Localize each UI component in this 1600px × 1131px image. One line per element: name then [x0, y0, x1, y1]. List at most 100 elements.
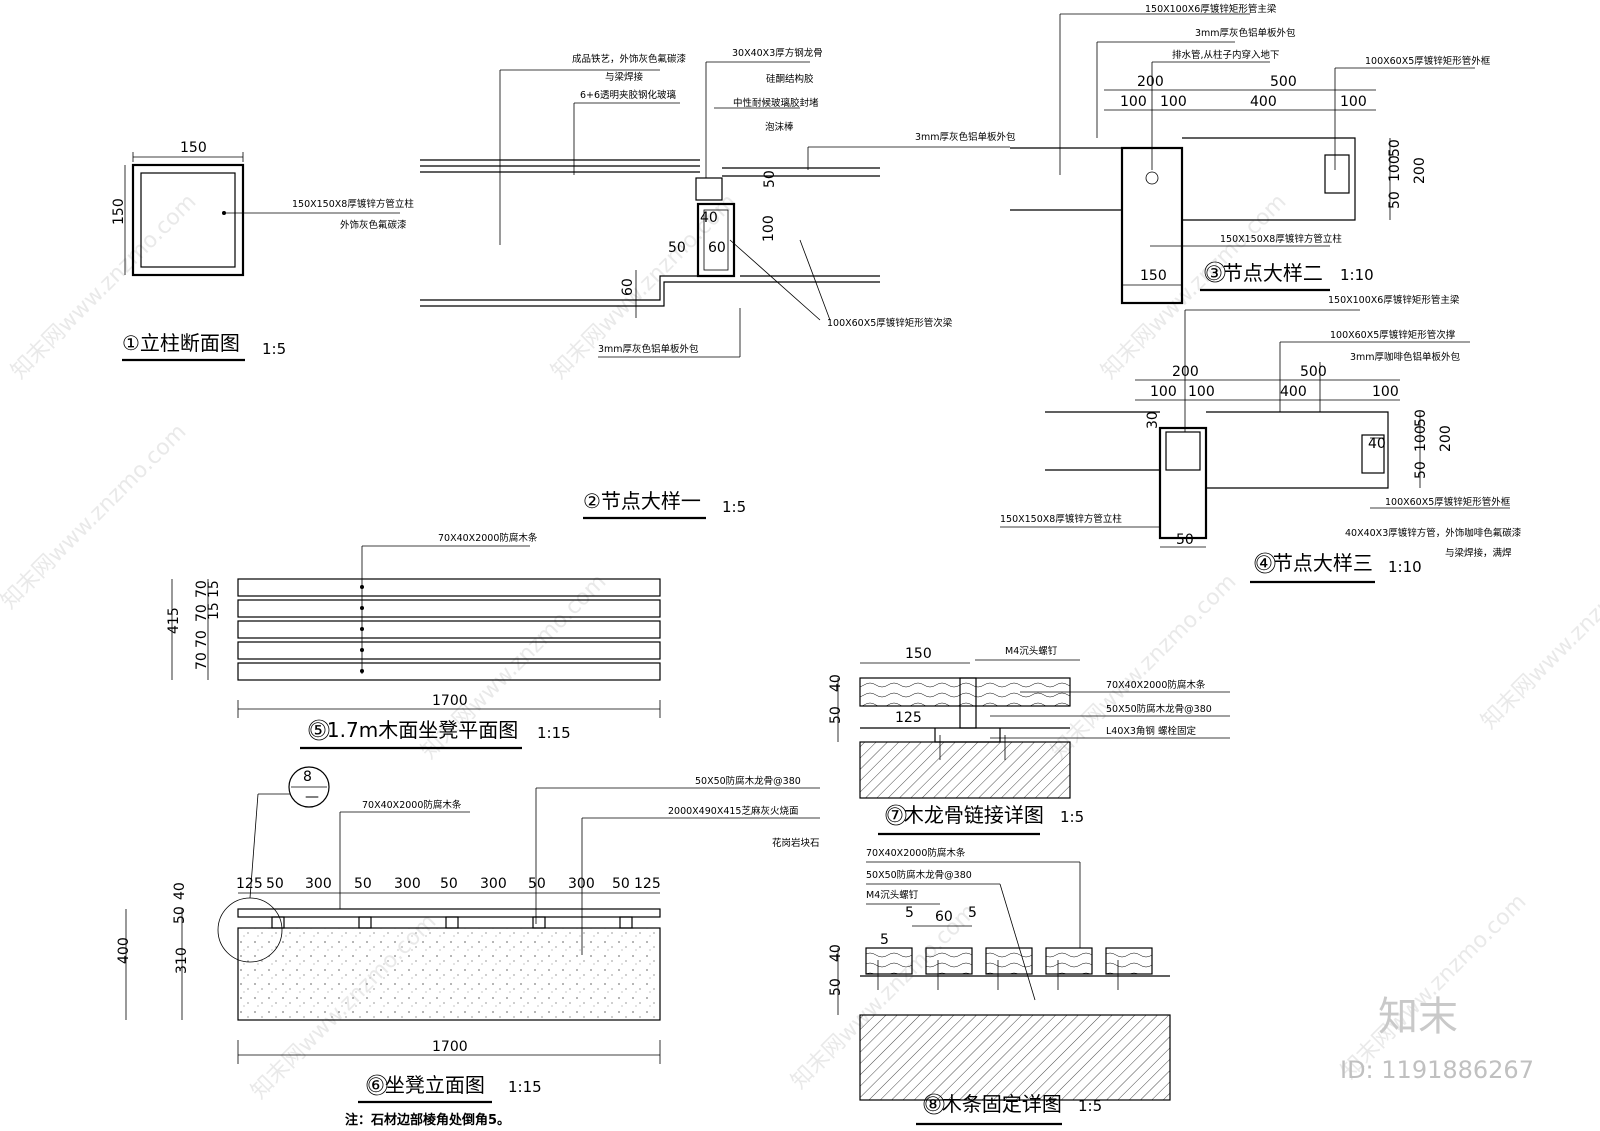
dim-top-3: 50 — [354, 876, 372, 892]
scale-d8: 1:5 — [1078, 1097, 1102, 1115]
dim-d4-4: 400 — [1280, 384, 1307, 400]
dim-d4-1: 500 — [1300, 364, 1327, 380]
label-d2-6: 泡沫棒 — [765, 121, 794, 133]
dim-d5-415: 415 — [166, 607, 182, 634]
wood-strip — [237, 578, 661, 597]
dim-d2-60b: 60 — [620, 278, 636, 296]
label-d7-1: 70X40X2000防腐木条 — [1106, 679, 1206, 691]
strip — [985, 947, 1033, 975]
dim-d5-2: 70 — [194, 604, 210, 622]
label-d2-1: 与梁焊接 — [605, 71, 644, 83]
label-d2-3: 30X40X3厚方钢龙骨 — [732, 47, 823, 59]
dim-d7-40: 40 — [828, 674, 844, 692]
dim-left-40: 40 — [172, 882, 188, 900]
dim-d3-3: 100 — [1160, 94, 1187, 110]
dim-d3-5: 100 — [1340, 94, 1367, 110]
dim-d3-10: 150 — [1140, 268, 1167, 284]
label-d4-0: 150X100X6厚镀锌矩形管主梁 — [1328, 294, 1460, 306]
title-d1: ①立柱断面图 — [122, 331, 240, 355]
dim-d3-1: 500 — [1270, 74, 1297, 90]
drawing-1-column-section: 150 150 150X150X8厚镀锌方管立柱 外饰灰色氟碳漆 ①立柱断面图 … — [111, 140, 414, 362]
label-d4-4: 100X60X5厚镀锌矩形管外框 — [1385, 496, 1511, 508]
dim-d2-60: 60 — [708, 240, 726, 256]
scale-d1: 1:5 — [262, 340, 286, 358]
label-finish: 外饰灰色氟碳漆 — [340, 219, 407, 231]
label-d4-6: 与梁焊接，满焊 — [1445, 547, 1512, 559]
dim-d5-4: 15 — [206, 580, 222, 598]
dim-top-9: 50 — [612, 876, 630, 892]
column-outer — [131, 163, 245, 277]
dim-d4-12: 50 — [1176, 532, 1194, 548]
label-d2-0: 成品铁艺，外饰灰色氟碳漆 — [572, 53, 687, 65]
dim-d8-40: 40 — [828, 944, 844, 962]
title-d2: ②节点大样一 — [583, 489, 701, 513]
dim-d5-1: 70 — [194, 580, 210, 598]
granite-block — [237, 927, 661, 1021]
label-d6-3: 70X40X2000防腐木条 — [362, 799, 462, 811]
label-d6-1: 2000X490X415芝麻灰火烧面 — [668, 805, 798, 817]
label-d7-2: 50X50防腐木龙骨@380 — [1106, 703, 1212, 715]
dim-d5-6: 70 — [194, 652, 210, 670]
label-d4-3: 150X150X8厚镀锌方管立柱 — [1000, 513, 1122, 525]
drawing-5-bench-plan: 70X40X2000防腐木条 415 70 70 70 15 15 70 170… — [166, 532, 661, 750]
wood-strip — [237, 641, 661, 660]
label-d2-5: 中性耐候玻璃胶封堵 — [733, 97, 819, 109]
label-d3-0: 150X100X6厚镀锌矩形管主梁 — [1145, 3, 1277, 15]
dim-d5-3: 70 — [194, 630, 210, 648]
label-d8-2: M4沉头螺钉 — [866, 889, 919, 901]
callout-number: 8 — [303, 769, 312, 785]
dim-top-6: 300 — [480, 876, 507, 892]
dim-left-400: 400 — [116, 937, 132, 964]
dim-d3-7: 100 — [1387, 155, 1403, 182]
label-d2-8: 100X60X5厚镀锌矩形管次梁 — [827, 317, 953, 329]
dim-left-310: 310 — [174, 947, 190, 974]
dim-d8-5a: 5 — [905, 905, 914, 921]
drawing-6-bench-elevation: 8 — 70X40X2000防腐木条 50X50防腐木龙骨@380 2000X4… — [116, 766, 820, 1128]
dim-d2-50: 50 — [762, 170, 778, 188]
dim-height: 150 — [111, 198, 127, 225]
column-inner — [140, 172, 236, 268]
dim-d3-4: 400 — [1250, 94, 1277, 110]
drawing-2-node-detail-1: 成品铁艺，外饰灰色氟碳漆 与梁焊接 6+6透明夹胶钢化玻璃 30X40X3厚方钢… — [420, 47, 1016, 520]
dim-width: 150 — [180, 140, 207, 156]
dim-d4-10: 200 — [1438, 425, 1454, 452]
image-id: ID: 1191886267 — [1340, 1056, 1534, 1084]
label-d2-7: 3mm厚灰色铝单板外包 — [915, 131, 1016, 143]
scale-d5: 1:15 — [537, 724, 571, 742]
label-column: 150X150X8厚镀锌方管立柱 — [292, 198, 414, 210]
label-d4-5: 40X40X3厚镀锌方管，外饰咖啡色氟碳漆 — [1345, 527, 1522, 539]
strip — [925, 947, 973, 975]
dim-d4-6: 30 — [1145, 411, 1161, 429]
dim-top-0: 125 — [236, 876, 263, 892]
label-d7-3: L40X3角钢 螺栓固定 — [1106, 725, 1196, 737]
dim-d4-7: 50 — [1413, 409, 1429, 427]
dim-d2-40: 40 — [700, 210, 718, 226]
dim-d5-1700: 1700 — [432, 693, 468, 709]
drawing-4-node-detail-3: 200 500 100 100 400 100 30 50 100 50 200… — [1000, 294, 1522, 584]
title-d4: ④节点大样三 — [1255, 551, 1373, 575]
strip — [865, 947, 913, 975]
title-d8: ⑧木条固定详图 — [924, 1092, 1062, 1116]
dim-d8-60: 60 — [935, 909, 953, 925]
dim-d3-0: 200 — [1137, 74, 1164, 90]
title-d5: ⑤1.7m木面坐凳平面图 — [309, 718, 518, 742]
label-d3-5: 150X150X8厚镀锌方管立柱 — [1220, 233, 1342, 245]
dim-d2-100: 100 — [761, 215, 777, 242]
drawing-7-keel-connection: 150 40 50 125 M4沉头螺钉 70X40X2000防腐木条 50X5… — [828, 645, 1230, 836]
dim-d5-5: 15 — [206, 602, 222, 620]
dim-d4-5: 100 — [1372, 384, 1399, 400]
dim-d8-50: 50 — [828, 978, 844, 996]
dim-d3-6: 50 — [1387, 139, 1403, 157]
note-chamfer: 注：石材边部棱角处倒角5。 — [345, 1112, 510, 1128]
dim-d4-8: 100 — [1413, 425, 1429, 452]
dim-top-7: 50 — [528, 876, 546, 892]
dim-d4-3: 100 — [1188, 384, 1215, 400]
strip — [1105, 947, 1153, 975]
label-d4-2: 3mm厚咖啡色铝单板外包 — [1350, 351, 1461, 363]
scale-d3: 1:10 — [1340, 266, 1374, 284]
label-d2-2: 6+6透明夹胶钢化玻璃 — [580, 89, 676, 101]
dim-d4-2: 100 — [1150, 384, 1177, 400]
strip — [1045, 947, 1093, 975]
dim-d2-50b: 50 — [668, 240, 686, 256]
